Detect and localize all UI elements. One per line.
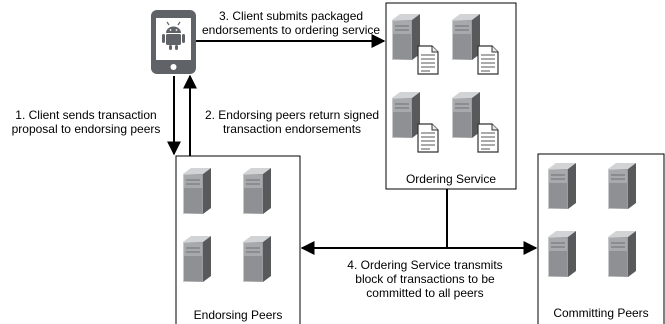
server-icon [451,91,481,139]
server-icon [547,230,577,278]
committing-peers-box [537,153,665,324]
step4-label: 4. Ordering Service transmits block of t… [347,258,503,300]
server-icon [242,235,272,283]
server-icon [182,235,212,283]
client-android-phone-icon [151,10,196,74]
endorsing-peers-box [175,155,301,324]
step2-label: 2. Endorsing peers return signed transac… [204,108,380,136]
server-icon [547,162,577,210]
document-icon [477,123,499,153]
server-icon [391,91,421,139]
server-icon [391,13,421,61]
document-icon [417,123,439,153]
endorsing-peers-label: Endorsing Peers [193,308,283,322]
server-icon [607,230,637,278]
server-icon [182,167,212,215]
document-icon [477,45,499,75]
server-icon [242,167,272,215]
ordering-service-box [385,2,517,190]
server-icon [607,162,637,210]
server-icon [451,13,481,61]
step1-label: 1. Client sends transaction proposal to … [11,108,161,136]
ordering-service-label: Ordering Service [405,172,497,186]
committing-peers-label: Committing Peers [553,306,649,320]
document-icon [417,45,439,75]
step3-label: 3. Client submits packaged endorsements … [202,9,381,37]
